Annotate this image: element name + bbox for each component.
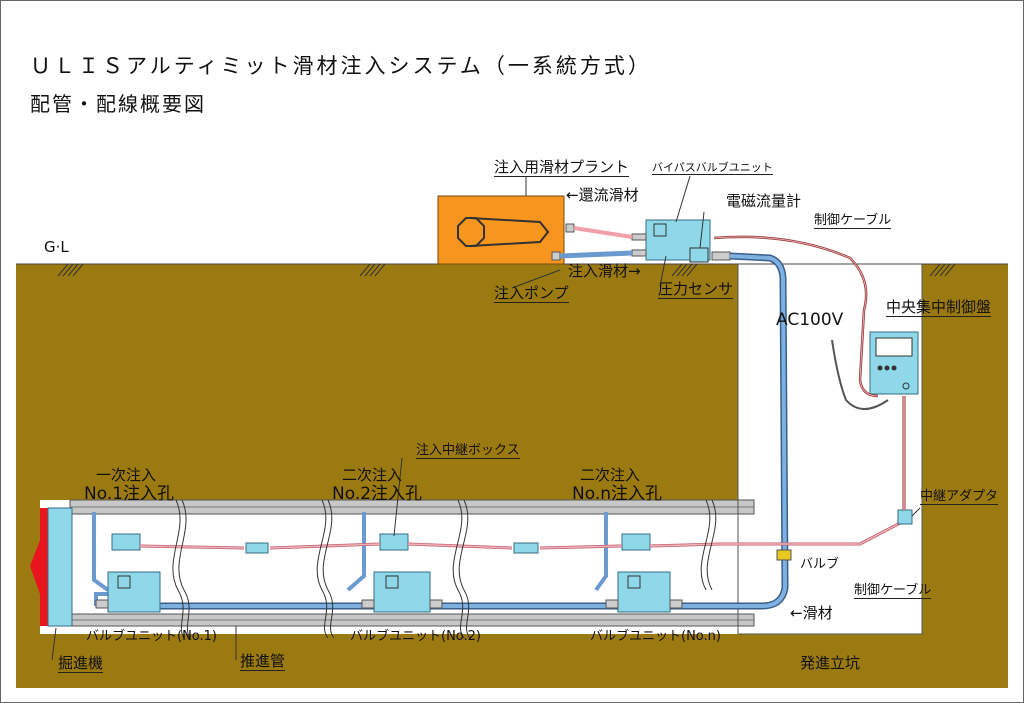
diagram-title: ＵＬＩＳアルティミット滑材注入システム（一系統方式） [30, 54, 652, 78]
pump-label: 注入ポンプ [494, 284, 569, 303]
machine-nose [30, 540, 40, 594]
holen-pipe [594, 512, 608, 592]
plant-wheel [457, 217, 485, 247]
machine-label: 掘進機 [58, 654, 104, 673]
secondary-injection-2-label: 二次注入 [342, 466, 403, 484]
valve-label: バルブ [800, 557, 840, 572]
shaft-valve [776, 549, 792, 561]
shaft-label: 発進立坑 [800, 654, 861, 672]
diagram-subtitle: 配管・配線概要図 [30, 92, 206, 116]
leader-lines [51, 175, 921, 661]
pressure-sensor-label: 圧力センサ [658, 280, 734, 299]
machine-body [47, 507, 73, 627]
relay-box-label: 注入中継ボックス [416, 443, 520, 459]
central-controller-label: 中央集中制御盤 [886, 298, 992, 317]
hole1-pipe [92, 512, 110, 592]
launch-shaft [737, 264, 923, 635]
injection-lubricant-label: 注入滑材→ [568, 262, 641, 280]
hole2-pipe [346, 512, 366, 592]
hole2-label: No.2注入孔 [332, 484, 423, 504]
control-cable-top-label: 制御ケーブル [814, 213, 892, 229]
valve-unit-n-shape [605, 571, 683, 613]
holen-label: No.n注入孔 [572, 484, 662, 504]
control-cable-bottom-label: 制御ケーブル [854, 583, 932, 599]
bypass-valve-unit-label: バイパスバルブユニット [652, 161, 773, 175]
relay-box-1 [111, 533, 141, 551]
valve-unit-n-label: バルブユニット(No.n) [590, 629, 721, 644]
pipe-label: 推進管 [240, 652, 286, 671]
ground-hatch [57, 263, 956, 277]
valve-unit-2-label: バルブユニット(No.2) [350, 629, 481, 644]
relay-adapter-shape [897, 509, 913, 525]
valve-unit-1-label: バルブユニット(No.1) [86, 629, 217, 644]
machine-cutter-face [40, 508, 48, 626]
injection-hose [559, 250, 633, 259]
valve-unit-2-shape [361, 571, 443, 613]
lubricant-plant [437, 195, 565, 265]
hole1-label: No.1注入孔 [84, 484, 175, 504]
relay-box-2 [379, 533, 409, 551]
plant-label: 注入用滑材プラント [494, 158, 630, 177]
relay-box-n [621, 533, 651, 551]
ac100v-label: AC100V [776, 310, 844, 330]
gl-label: G·L [44, 238, 69, 256]
secondary-injection-n-label: 二次注入 [580, 466, 641, 484]
break-lines [172, 499, 717, 639]
valve-unit-1-shape [95, 571, 161, 613]
ac-power-cable [831, 339, 889, 410]
flowmeter-label: 電磁流量計 [726, 192, 802, 210]
primary-injection-label: 一次注入 [96, 466, 157, 484]
return-hose [573, 226, 633, 239]
plant-belt [469, 217, 550, 247]
flowmeter-body [689, 247, 709, 263]
return-lubricant-label: ←還流滑材 [566, 186, 639, 204]
lubricant-label: ←滑材 [790, 604, 833, 622]
relay-adapter-label: 中継アダプタ [920, 489, 999, 505]
